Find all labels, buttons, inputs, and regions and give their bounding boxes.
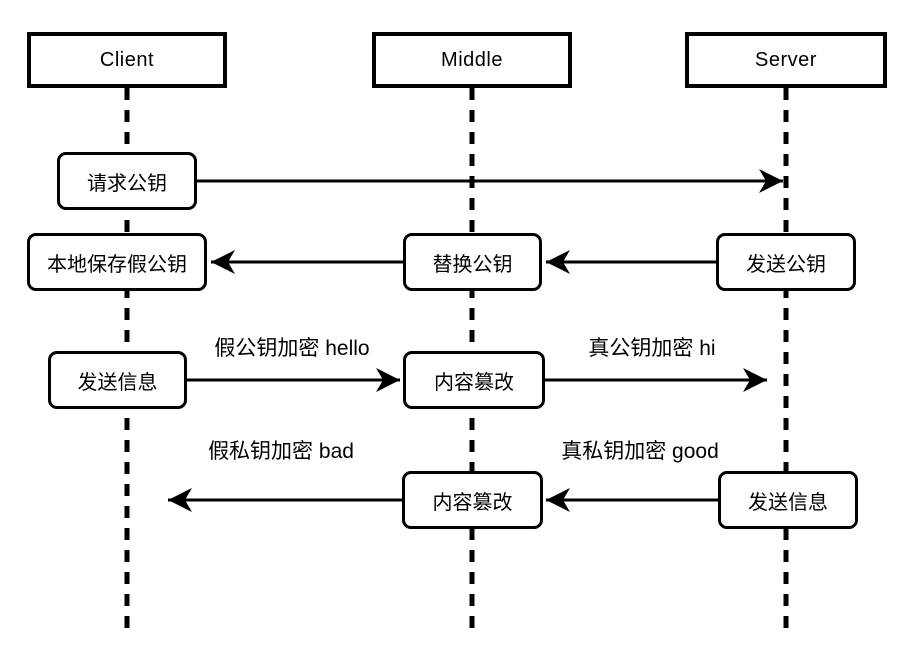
node-server-send-message: 发送信息 [718,471,858,529]
label-real-privkey-encrypt-good: 真私钥加密 good [561,440,719,463]
node-client-send-message: 发送信息 [48,351,187,409]
actor-server: Server [685,32,887,88]
node-tamper-content-2: 内容篡改 [402,471,543,529]
actor-client: Client [27,32,227,88]
node-save-fake-public-key: 本地保存假公钥 [27,233,207,291]
label-fake-privkey-encrypt-bad: 假私钥加密 bad [208,440,354,463]
label-fake-pubkey-encrypt-hello: 假公钥加密 hello [214,337,370,360]
actor-middle: Middle [372,32,572,88]
node-tamper-content-1: 内容篡改 [403,351,545,409]
label-real-pubkey-encrypt-hi: 真公钥加密 hi [588,337,716,360]
node-send-public-key: 发送公钥 [716,233,856,291]
node-request-public-key: 请求公钥 [57,152,197,210]
node-replace-public-key: 替换公钥 [403,233,542,291]
